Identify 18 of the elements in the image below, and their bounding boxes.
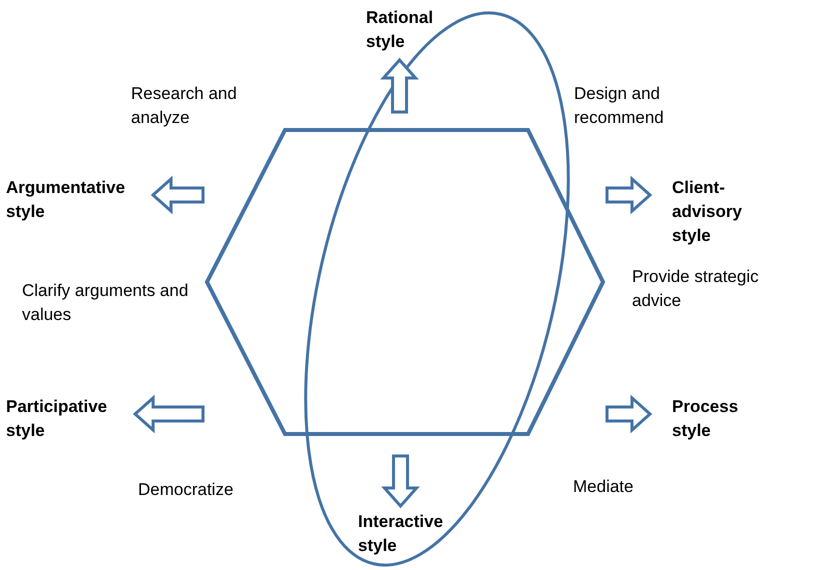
style-label: Client-advisory style xyxy=(672,176,742,248)
activity-label: Clarify arguments and values xyxy=(22,280,190,326)
style-label: Process style xyxy=(672,395,738,443)
style-label: Rational style xyxy=(366,6,434,54)
style-label: Participative style xyxy=(6,395,108,443)
style-label: Argumentative style xyxy=(6,176,126,224)
block-arrow xyxy=(606,176,652,214)
activity-label: Provide strategic advice xyxy=(632,266,760,312)
block-arrow xyxy=(150,176,204,214)
activity-label: Democratize xyxy=(138,479,234,501)
activity-label: Mediate xyxy=(573,476,634,498)
style-label: Interactive style xyxy=(358,510,444,558)
block-arrow xyxy=(380,58,419,114)
activity-label: Design and recommend xyxy=(574,83,665,129)
activity-label: Research and analyze xyxy=(131,83,238,129)
block-arrow xyxy=(132,394,204,434)
block-arrow xyxy=(606,394,652,434)
block-arrow xyxy=(381,454,420,508)
